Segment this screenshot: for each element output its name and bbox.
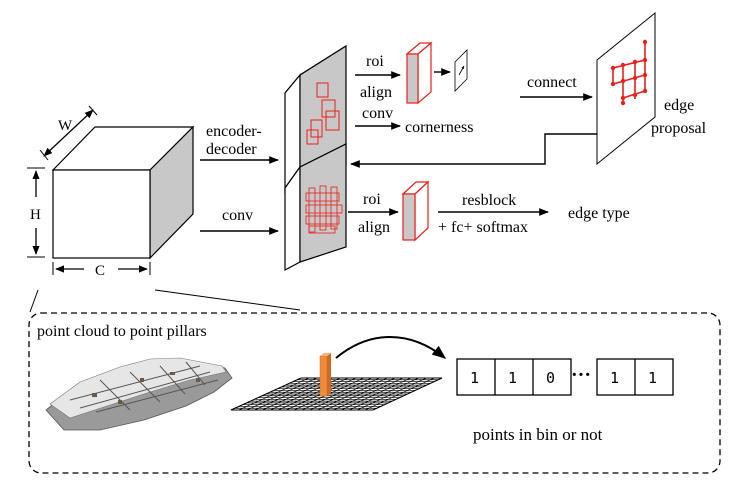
roi-top-label: roi xyxy=(366,53,384,70)
cornerness-label: cornerness xyxy=(405,119,473,136)
h-dimension: H xyxy=(27,167,45,258)
inset-title: point cloud to point pillars xyxy=(37,323,207,340)
conv-top-label: conv xyxy=(362,105,393,122)
edge-proposal-line2: proposal xyxy=(651,120,707,137)
h-label: H xyxy=(30,207,41,223)
inset-box xyxy=(28,312,721,474)
edge-proposal-line1: edge xyxy=(664,97,694,114)
connect-label: connect xyxy=(527,74,577,91)
fc-softmax-label: + fc+ softmax xyxy=(438,219,528,236)
edge-proposal-panel: connect edge proposal xyxy=(350,11,707,168)
grid-line xyxy=(364,377,435,411)
align-top-label: align xyxy=(360,84,392,101)
encoder-label-line2: decoder xyxy=(206,141,257,158)
resblock-label: resblock xyxy=(462,192,516,209)
vector-ellipsis: ··· xyxy=(571,364,591,386)
align-bottom-label: align xyxy=(358,219,390,236)
roi-bottom-label: roi xyxy=(363,191,381,208)
vector-cell-1: 1 xyxy=(470,369,479,387)
bottom-roi-branch: roi align resblock + fc+ softmax edge ty… xyxy=(348,180,630,242)
edge-type-label: edge type xyxy=(568,205,630,222)
vector-cell-5: 1 xyxy=(648,369,657,387)
conv-bottom-label: conv xyxy=(222,207,253,224)
w-dimension: W xyxy=(39,105,98,161)
c-dimension: C xyxy=(52,262,151,279)
top-roi-branch: roi align conv cornerness xyxy=(355,41,473,136)
binary-vector: 1 1 0 ··· 1 1 xyxy=(456,358,674,396)
point-cloud-image xyxy=(45,357,233,431)
vector-cell-2: 1 xyxy=(508,369,517,387)
w-label: W xyxy=(58,118,73,134)
vector-cell-4: 1 xyxy=(610,369,619,387)
bottom-feature-map xyxy=(284,143,347,271)
vector-cell-3: 0 xyxy=(546,369,555,387)
grid-line xyxy=(357,377,427,411)
callout-line-right xyxy=(154,289,301,311)
c-label: C xyxy=(95,263,105,279)
encoder-label-line1: encoder- xyxy=(206,123,262,140)
grid-line xyxy=(372,377,443,411)
callout-line-left xyxy=(29,289,39,313)
top-feature-map xyxy=(284,44,347,195)
input-cube xyxy=(51,125,195,260)
pillar-grid xyxy=(230,336,447,411)
inset-caption: points in bin or not xyxy=(473,425,603,444)
